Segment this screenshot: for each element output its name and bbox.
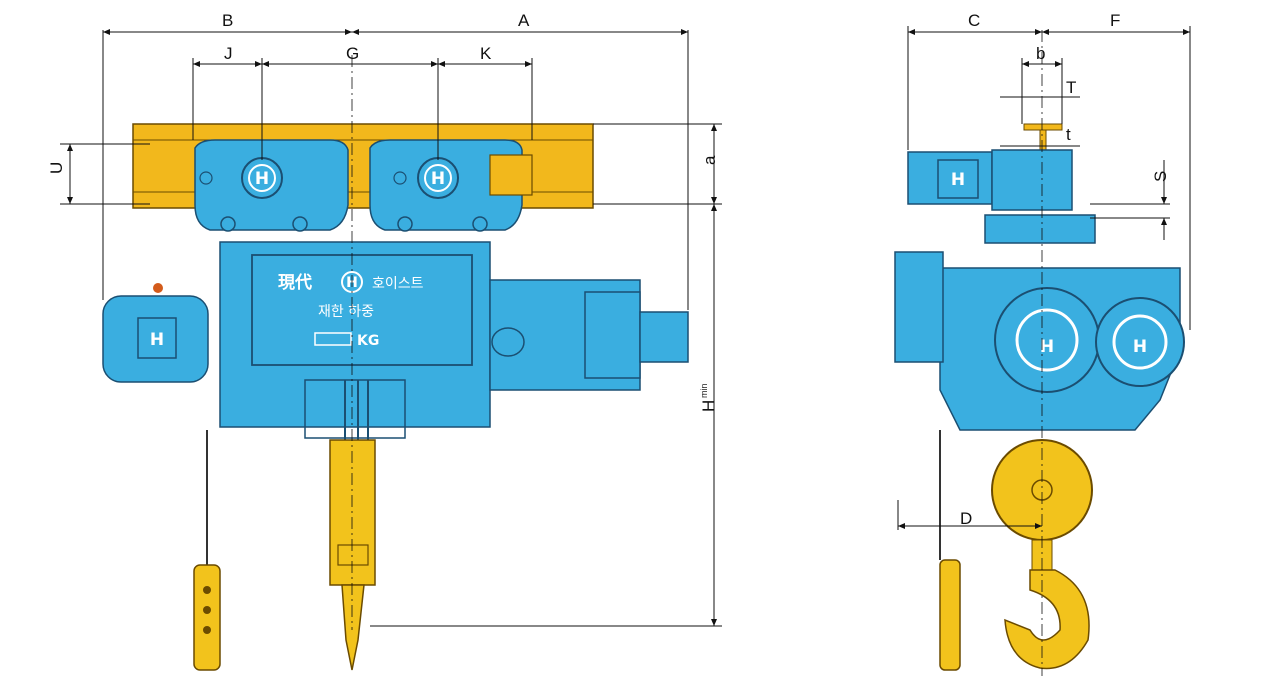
brand-hangul: 호이스트 bbox=[372, 276, 424, 292]
dim-label-T: T bbox=[1066, 78, 1076, 97]
svg-text:H: H bbox=[255, 169, 269, 189]
motor-left bbox=[102, 295, 209, 383]
dim-label-b: b bbox=[1036, 44, 1045, 63]
side-hook-icon bbox=[1004, 569, 1090, 670]
dim-label-t: t bbox=[1066, 125, 1071, 144]
dimension-lines-front bbox=[60, 29, 722, 627]
hook-icon bbox=[341, 584, 365, 671]
dim-label-G: G bbox=[346, 44, 359, 63]
dim-label-A: A bbox=[518, 11, 530, 30]
dim-label-H-sub: min bbox=[699, 383, 709, 398]
dim-label-B: B bbox=[222, 11, 233, 30]
dim-label-J: J bbox=[224, 44, 233, 63]
dim-label-K: K bbox=[480, 44, 492, 63]
dim-label-S: S bbox=[1151, 171, 1170, 182]
dim-label-H: H bbox=[699, 400, 718, 412]
front-view: H H 現代 H 호이스트 재한 하중 KG H bbox=[47, 11, 722, 671]
svg-text:H: H bbox=[951, 170, 965, 190]
pendant-switch-icon bbox=[193, 564, 221, 671]
trolley-right: H bbox=[369, 139, 533, 232]
trolley-left: H bbox=[194, 139, 349, 232]
svg-text:H: H bbox=[1040, 337, 1054, 357]
dim-label-D: D bbox=[960, 509, 972, 528]
side-view: H H H bbox=[894, 11, 1191, 676]
dim-label-C: C bbox=[968, 11, 980, 30]
svg-text:H: H bbox=[150, 330, 164, 350]
svg-text:H: H bbox=[1133, 337, 1147, 357]
rated-load-unit: KG bbox=[357, 333, 379, 349]
dim-label-U: U bbox=[47, 162, 66, 174]
rated-load-label: 재한 하중 bbox=[318, 304, 374, 320]
nameplate bbox=[251, 254, 473, 366]
side-gearbox bbox=[1095, 297, 1185, 387]
dimension-lines-side bbox=[897, 26, 1191, 530]
dim-label-F: F bbox=[1110, 11, 1120, 30]
side-pendant-icon bbox=[939, 559, 961, 671]
brand-hanja: 現代 bbox=[278, 272, 312, 293]
svg-text:H: H bbox=[431, 169, 445, 189]
dim-label-a: a bbox=[700, 155, 719, 165]
